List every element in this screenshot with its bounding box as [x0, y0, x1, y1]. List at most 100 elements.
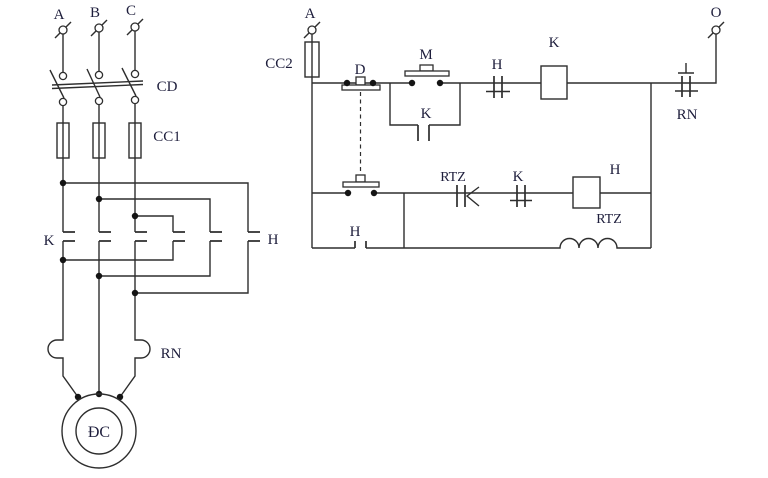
rn-nc-bars	[681, 76, 691, 97]
cd-upper-wires	[62, 31, 136, 72]
k-seal-in-contact	[417, 125, 430, 141]
d-button-bridge	[341, 84, 381, 91]
k-contact-pole2	[99, 231, 111, 242]
k-interlock-contact: K	[510, 169, 532, 207]
h-coil-box	[572, 176, 601, 209]
control-junction-dots	[343, 79, 444, 197]
fuse-cc2	[304, 41, 320, 78]
m-button-plunger	[419, 64, 434, 72]
terminal-circle-a2	[307, 25, 317, 35]
k-nc-bars	[516, 185, 526, 207]
phase-c-label: C	[126, 3, 136, 19]
d2-bridge	[342, 181, 380, 188]
h-contact-pole2	[210, 231, 222, 242]
phase-b-label: B	[90, 5, 100, 21]
return-col6-to-line3	[135, 241, 249, 294]
h-seal-label: H	[350, 224, 361, 240]
k-seal-in-branch: K	[389, 83, 461, 141]
cd-bottom-contact-a	[58, 97, 68, 107]
disconnect-switch-cd: CD	[49, 31, 178, 107]
branch-line1-to-col6	[63, 182, 249, 232]
power-junction-dots	[59, 179, 139, 401]
fuse-b	[92, 122, 106, 159]
h-interlock-contact: H	[486, 57, 510, 98]
rtz-coil-inductor	[366, 237, 651, 249]
cd-top-contact-b	[94, 70, 104, 80]
k-contacts-label: K	[44, 233, 55, 249]
control-phase-label: A	[305, 6, 316, 22]
d-label: D	[355, 62, 366, 78]
seal-in-branch-wires	[389, 83, 461, 126]
rn-heater-line3	[119, 241, 151, 398]
h-contacts-label: H	[268, 232, 279, 248]
fuse-cc1: CC1	[56, 122, 181, 159]
rtz-delay-chevron	[465, 186, 480, 207]
terminal-circle-b	[94, 23, 104, 33]
k-contact-pole1	[63, 231, 75, 242]
cc1-label: CC1	[153, 129, 181, 145]
stop-button-d-no-contact	[342, 174, 380, 188]
d-button-plunger	[355, 76, 366, 86]
phase-wires	[62, 104, 136, 232]
reversing-branches	[63, 182, 249, 294]
motor-label: ĐC	[88, 424, 110, 441]
phase-a-label: A	[54, 7, 65, 23]
control-circuit: A CC2 D M K H	[265, 5, 725, 249]
k-coil: K	[540, 35, 568, 100]
h-contact-pole3	[248, 231, 260, 242]
branch-line3-to-col4	[135, 215, 174, 232]
rtz-nc-bars	[456, 185, 466, 207]
main-contacts-row: K H	[44, 231, 279, 249]
h-coil: H RTZ	[572, 162, 622, 227]
cd-bottom-contact-b	[94, 96, 104, 106]
return-col5-to-line2	[99, 241, 211, 277]
terminal-circle-o	[711, 25, 721, 35]
h-seal-contact	[354, 241, 367, 248]
rn-heater-line1	[47, 241, 79, 398]
rtz-timer-contact: RTZ	[440, 170, 480, 207]
power-circuit: A B C CD CC1	[44, 3, 279, 469]
o-label: O	[711, 5, 722, 21]
thermal-relay-rn: RN	[47, 241, 182, 398]
m-button-bridge	[404, 70, 450, 77]
terminal-circle-a	[58, 25, 68, 35]
k-coil-label: K	[549, 35, 560, 51]
motor-outer-circle	[61, 393, 137, 469]
k-nc-label: K	[513, 169, 524, 185]
cd-top-contact-a	[58, 71, 68, 81]
terminal-circle-c	[130, 22, 140, 32]
neutral-terminal-o: O	[707, 5, 725, 39]
motor-dc: ĐC	[61, 393, 137, 469]
fuse-a	[56, 122, 70, 159]
fuse-c	[128, 122, 142, 159]
control-supply: A CC2	[265, 6, 321, 248]
cd-top-contact-c	[130, 69, 140, 79]
cd-bottom-contact-c	[130, 95, 140, 105]
rung1-wire	[312, 34, 717, 84]
cc2-label: CC2	[265, 56, 293, 72]
cd-label: CD	[157, 79, 178, 95]
cd-gang-bar	[51, 80, 144, 90]
m-label: M	[419, 47, 432, 63]
h-nc-bars	[493, 76, 503, 98]
k-contact-pole3	[135, 231, 147, 242]
d2-plunger	[355, 174, 366, 183]
rn-contact-label: RN	[677, 107, 698, 123]
bottom-branch: H	[312, 224, 651, 249]
start-button-m: M	[404, 47, 450, 77]
rtz-contact-label: RTZ	[440, 170, 466, 185]
return-col4-to-line1	[63, 241, 174, 261]
rn-label: RN	[161, 346, 182, 362]
k-seal-in-label: K	[421, 106, 432, 122]
rn-thermal-contact: RN	[675, 63, 698, 123]
h-interlock-label: H	[492, 57, 503, 73]
h-coil-label: H	[610, 162, 621, 178]
phase-terminals: A B C	[54, 3, 144, 39]
stop-button-d: D	[341, 62, 381, 174]
branch-line2-to-col5	[99, 198, 211, 232]
motor-inner-circle	[75, 407, 123, 455]
h-contact-pole1	[173, 231, 185, 242]
rn-thermal-mark	[678, 63, 694, 74]
